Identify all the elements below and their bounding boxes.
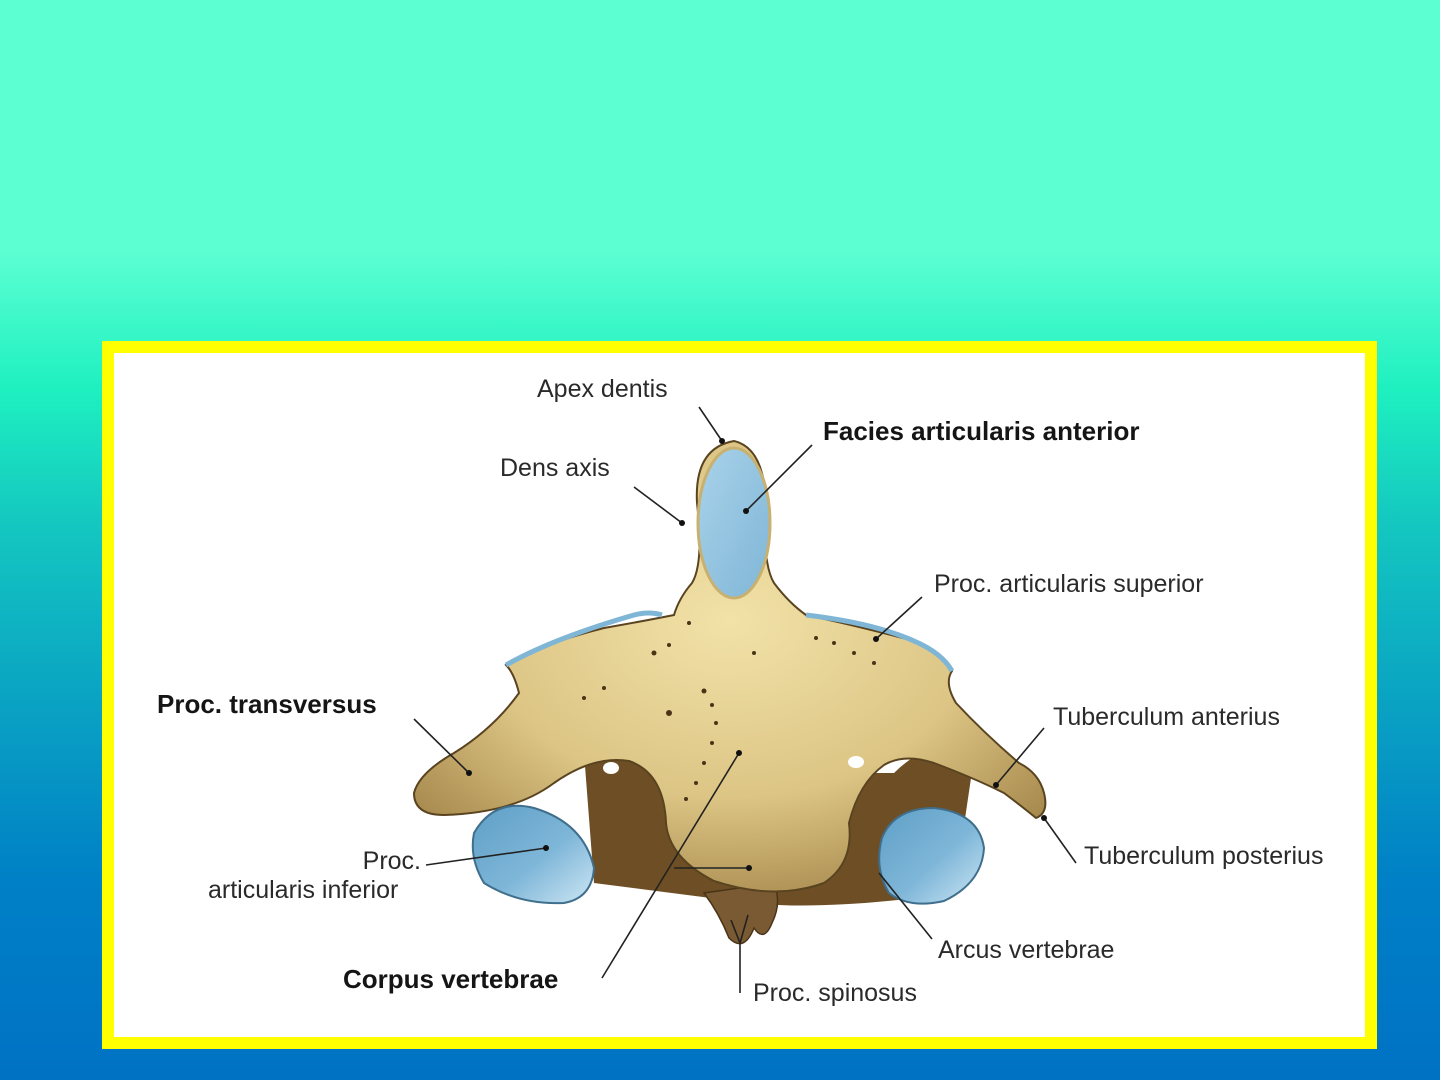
bone-texture-dots xyxy=(582,621,876,801)
label-proc-spinosus: Proc. spinosus xyxy=(753,979,917,1007)
label-dens-axis: Dens axis xyxy=(500,454,610,482)
proc-articularis-inferior-right xyxy=(878,806,986,905)
label-facies-articularis-anterior: Facies articularis anterior xyxy=(823,416,1140,446)
axis-vertebra-illustration xyxy=(412,406,1077,993)
leader-dots xyxy=(466,438,1047,871)
leader-lines xyxy=(413,406,1077,993)
label-corpus-vertebrae: Corpus vertebrae xyxy=(343,964,559,994)
foramen-left xyxy=(603,762,619,774)
label-proc-articularis-inferior-line2: articularis inferior xyxy=(208,876,399,904)
proc-articularis-superior-left xyxy=(504,610,663,668)
label-proc-articularis-superior: Proc. articularis superior xyxy=(934,570,1204,598)
label-proc-articularis-inferior-line1: Proc. xyxy=(362,847,421,875)
proc-spinosus-shape xyxy=(702,882,779,945)
label-arcus-vertebrae: Arcus vertebrae xyxy=(938,936,1115,964)
label-tuberculum-posterius: Tuberculum posterius xyxy=(1084,842,1324,870)
facies-articularis-anterior-shape xyxy=(696,446,772,600)
label-apex-dentis: Apex dentis xyxy=(537,375,668,403)
vertebra-body-shape xyxy=(412,439,1047,893)
diagram-panel: Apex dentis Facies articularis anterior … xyxy=(114,353,1365,1037)
proc-articularis-superior-right xyxy=(805,612,955,673)
label-tuberculum-anterius: Tuberculum anterius xyxy=(1053,703,1280,731)
foramen-right xyxy=(848,756,864,768)
proc-articularis-inferior-left xyxy=(471,804,596,905)
diagram-frame: Apex dentis Facies articularis anterior … xyxy=(102,341,1377,1049)
label-proc-transversus: Proc. transversus xyxy=(157,689,377,719)
